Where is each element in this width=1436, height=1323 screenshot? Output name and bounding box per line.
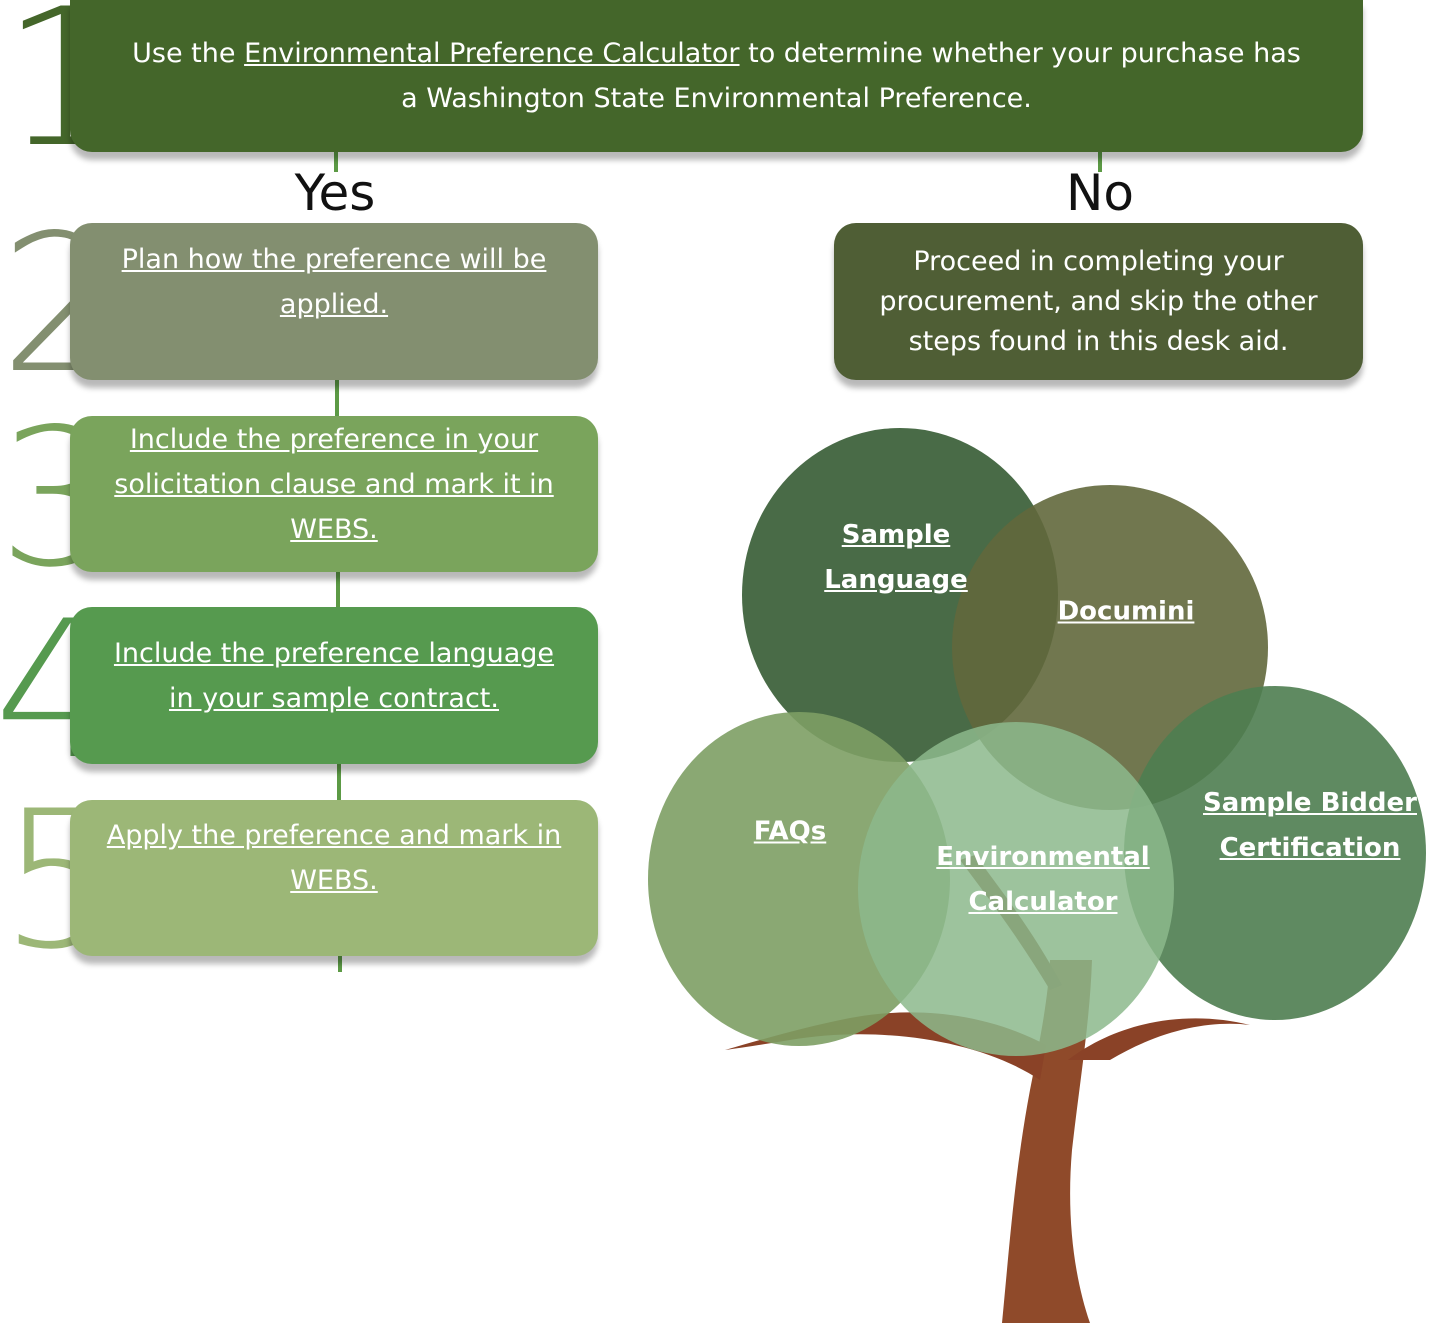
connector-4-5 [337, 764, 341, 804]
canopy-circle-environmental-calculator [858, 722, 1174, 1056]
connector-no-top [1098, 150, 1102, 172]
link-faqs[interactable]: FAQs [753, 816, 827, 847]
link-apply-preference[interactable]: Apply the preference and mark in WEBS. [106, 820, 562, 896]
no-branch-box: Proceed in completing your procurement, … [834, 223, 1363, 380]
link-environmental-preference-calculator[interactable]: Environmental Preference Calculator [244, 38, 740, 69]
step-2-box[interactable]: Plan how the preference will be applied. [70, 223, 598, 380]
step-1-text: Use the Environmental Preference Calcula… [132, 38, 1301, 114]
step-4-box[interactable]: Include the preference language in your … [70, 607, 598, 764]
connector-3-4 [336, 572, 340, 612]
step-1-box: Use the Environmental Preference Calcula… [70, 0, 1363, 152]
branch-label-no: No [1066, 164, 1134, 222]
connector-yes-top [334, 150, 338, 172]
link-documini[interactable]: Documini [1057, 596, 1195, 627]
step-5-box[interactable]: Apply the preference and mark in WEBS. [70, 800, 598, 956]
canopy-circle-sample-bidder [1124, 686, 1426, 1020]
step-3-box[interactable]: Include the preference in your solicitat… [70, 416, 598, 572]
link-include-preference-solicitation[interactable]: Include the preference in your solicitat… [114, 423, 554, 545]
link-include-preference-contract[interactable]: Include the preference language in your … [113, 637, 555, 714]
no-branch-text: Proceed in completing your procurement, … [879, 245, 1318, 357]
connector-2-3 [335, 380, 339, 420]
link-plan-preference[interactable]: Plan how the preference will be applied. [121, 243, 547, 320]
tree-trunk [1002, 960, 1092, 1323]
branch-label-yes: Yes [294, 164, 376, 222]
connector-5-end [338, 956, 342, 972]
tree-branch-right [1068, 1018, 1250, 1060]
